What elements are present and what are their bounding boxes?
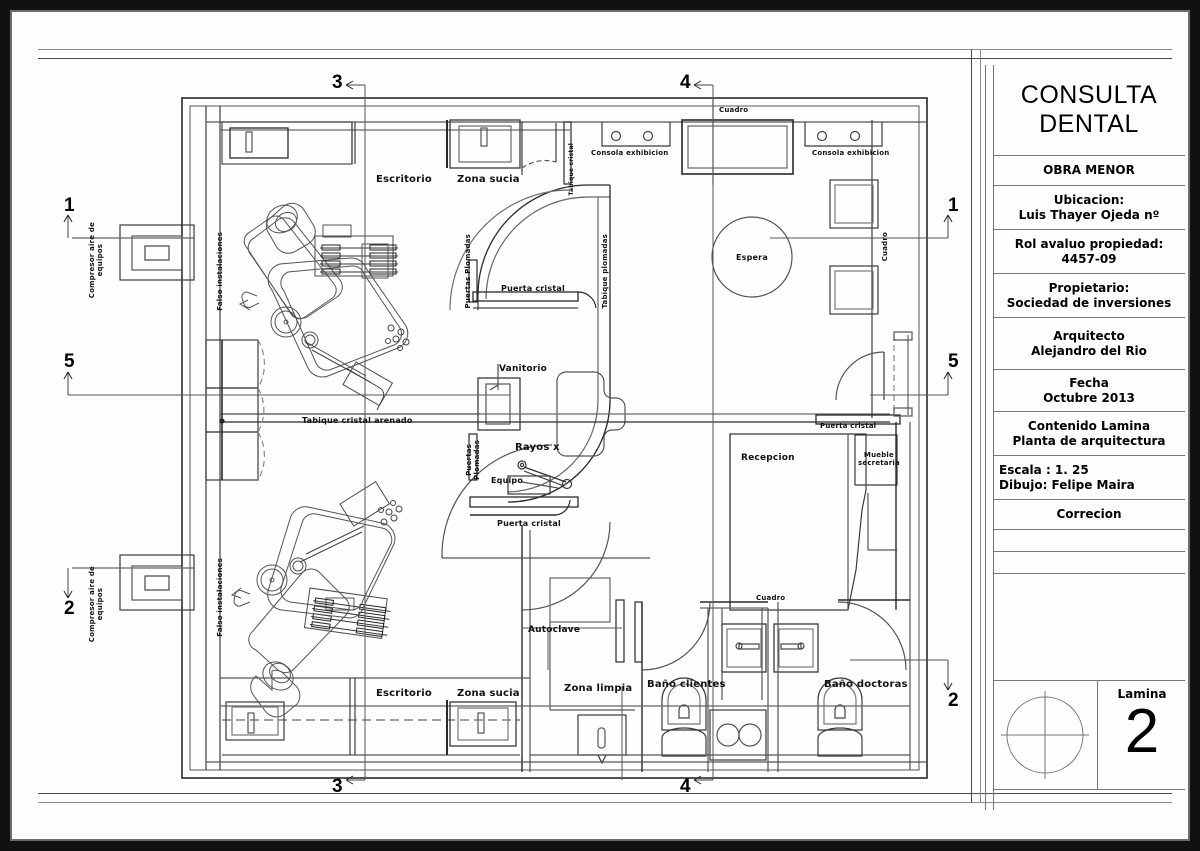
title-block-row-rol-line-2: 4457-09 (1061, 251, 1117, 266)
label-equipo: Equipo (491, 476, 524, 485)
title-line-1: CONSULTA (1020, 80, 1158, 109)
frame-rule-top-2 (38, 58, 1172, 59)
frame-rule-bottom-2 (38, 802, 1172, 803)
plan-walls (72, 97, 928, 779)
title-block: CONSULTA DENTAL OBRA MENOR Ubicacion:Luis… (985, 65, 1185, 810)
label-cuadro-bottom: Cuadro (756, 594, 786, 602)
title-block-row-ubicacion-line-2: Luis Thayer Ojeda nº (1018, 207, 1160, 222)
label-rayos-x: Rayos x (515, 442, 560, 453)
label-espera: Espera (736, 253, 768, 262)
section-marker-right-2: 2 (948, 690, 959, 711)
section-marker-right-1: 1 (948, 195, 959, 216)
label-puerta-cristal-3: Puerta cristal (820, 422, 877, 430)
title-block-row-obra-line-1: OBRA MENOR (1043, 163, 1135, 178)
label-puerta-cristal-2: Puerta cristal (497, 519, 561, 528)
title-block-row-correcion: Correcion (993, 499, 1185, 529)
section-marker-top-3: 3 (332, 72, 343, 93)
label-bano-doctoras: Baño doctoras (824, 679, 908, 690)
title-block-row-correcion-blank-3 (993, 573, 1185, 595)
title-block-row-obra: OBRA MENOR (993, 155, 1185, 185)
title-block-edge-left (985, 65, 986, 810)
section-leaders (63, 80, 953, 785)
title-block-row-correcion-blank-2 (993, 551, 1185, 573)
title-block-row-escala-line-1: Escala : 1. 25 (999, 462, 1089, 477)
frame-divider-vertical (971, 49, 972, 803)
label-vanitorio: Vanitorio (499, 364, 548, 374)
label-zona-sucia-top: Zona sucia (457, 174, 520, 185)
frame-divider-vertical-2 (980, 49, 981, 803)
title-block-row-arquitecto-line-2: Alejandro del Rio (1031, 343, 1147, 358)
sheet-border-left (10, 10, 12, 841)
label-consola-exhibicion-2: Consola exhibicion (812, 149, 890, 157)
section-marker-top-4: 4 (680, 72, 691, 93)
north-symbol-cell (993, 681, 1098, 789)
label-tabique-plomadas: Tabique plomadas (601, 234, 609, 309)
title-block-edge-inner (993, 65, 994, 810)
title-block-row-ubicacion: Ubicacion:Luis Thayer Ojeda nº (993, 185, 1185, 229)
label-cuadro-top: Cuadro (719, 106, 749, 114)
label-falso-instalaciones-top: Falso instalaciones (216, 232, 224, 311)
title-block-heading: CONSULTA DENTAL (993, 65, 1185, 155)
frame-rule-bottom-1 (38, 793, 1172, 794)
title-block-row-contenido-line-2: Planta de arquitectura (1012, 433, 1166, 448)
label-zona-limpia: Zona limpia (564, 683, 633, 694)
crosshair-circle-icon (1001, 691, 1089, 779)
title-block-row-rol: Rol avaluo propiedad:4457-09 (993, 229, 1185, 273)
title-line-2: DENTAL (1039, 110, 1139, 138)
sheet-border-bottom (10, 839, 1190, 841)
title-block-row-propietario-line-2: Sociedad de inversiones (1006, 295, 1172, 310)
label-bano-clientes: Baño clientes (647, 679, 726, 690)
label-puertas-plomadas-top: Puertas Plomadas (464, 234, 472, 309)
lamina-number: 2 (1124, 697, 1160, 766)
section-marker-left-5: 5 (64, 351, 75, 372)
label-tabique-cristal-arenado: Tabique cristal arenado (302, 416, 413, 425)
label-recepcion: Recepcion (741, 453, 795, 463)
title-block-row-correcion-blank-1 (993, 529, 1185, 551)
section-marker-left-2: 2 (64, 598, 75, 619)
section-marker-right-5: 5 (948, 351, 959, 372)
title-block-row-escala-line-2: Dibujo: Felipe Maira (999, 477, 1135, 492)
sheet-border-top (10, 10, 1190, 12)
label-puerta-cristal-1: Puerta cristal (501, 284, 565, 293)
label-leaders (497, 372, 910, 780)
title-block-row-ubicacion-line-1: Ubicacion: (1053, 192, 1125, 207)
title-block-row-rol-line-1: Rol avaluo propiedad: (1014, 236, 1164, 251)
title-block-row-fecha-line-1: Fecha (1069, 375, 1109, 390)
lamina-label: Lamina (1117, 687, 1167, 701)
lamina-block: Lamina 2 (993, 680, 1185, 790)
section-marker-left-1: 1 (64, 195, 75, 216)
title-block-row-contenido-line-1: Contenido Lamina (1027, 418, 1151, 433)
label-cuadro-right: Cuadro (881, 232, 889, 262)
title-block-row-propietario: Propietario:Sociedad de inversiones (993, 273, 1185, 317)
label-tabique-cristal: Tabique cristal (568, 143, 575, 196)
section-marker-bottom-3: 3 (332, 776, 343, 797)
sheet-border-right (1188, 10, 1190, 841)
frame-rule-top-1 (38, 49, 1172, 50)
label-zona-sucia-bottom: Zona sucia (457, 688, 520, 699)
title-block-row-propietario-line-1: Propietario: (1048, 280, 1130, 295)
floor-plan-drawing (63, 80, 953, 785)
section-marker-bottom-4: 4 (680, 776, 691, 797)
label-autoclave: Autoclave (528, 625, 581, 635)
lamina-cell: Lamina 2 (1099, 681, 1185, 789)
label-escritorio-top: Escritorio (376, 174, 432, 185)
title-block-row-arquitecto-line-1: Arquitecto (1053, 328, 1125, 343)
label-falso-instalaciones-bottom: Falso instalaciones (216, 558, 224, 637)
label-escritorio-bottom: Escritorio (376, 688, 432, 699)
label-consola-exhibicion-1: Consola exhibicion (591, 149, 669, 157)
title-block-row-fecha-line-2: Octubre 2013 (1043, 390, 1135, 405)
title-block-row-correcion-line-1: Correcion (1056, 507, 1122, 522)
